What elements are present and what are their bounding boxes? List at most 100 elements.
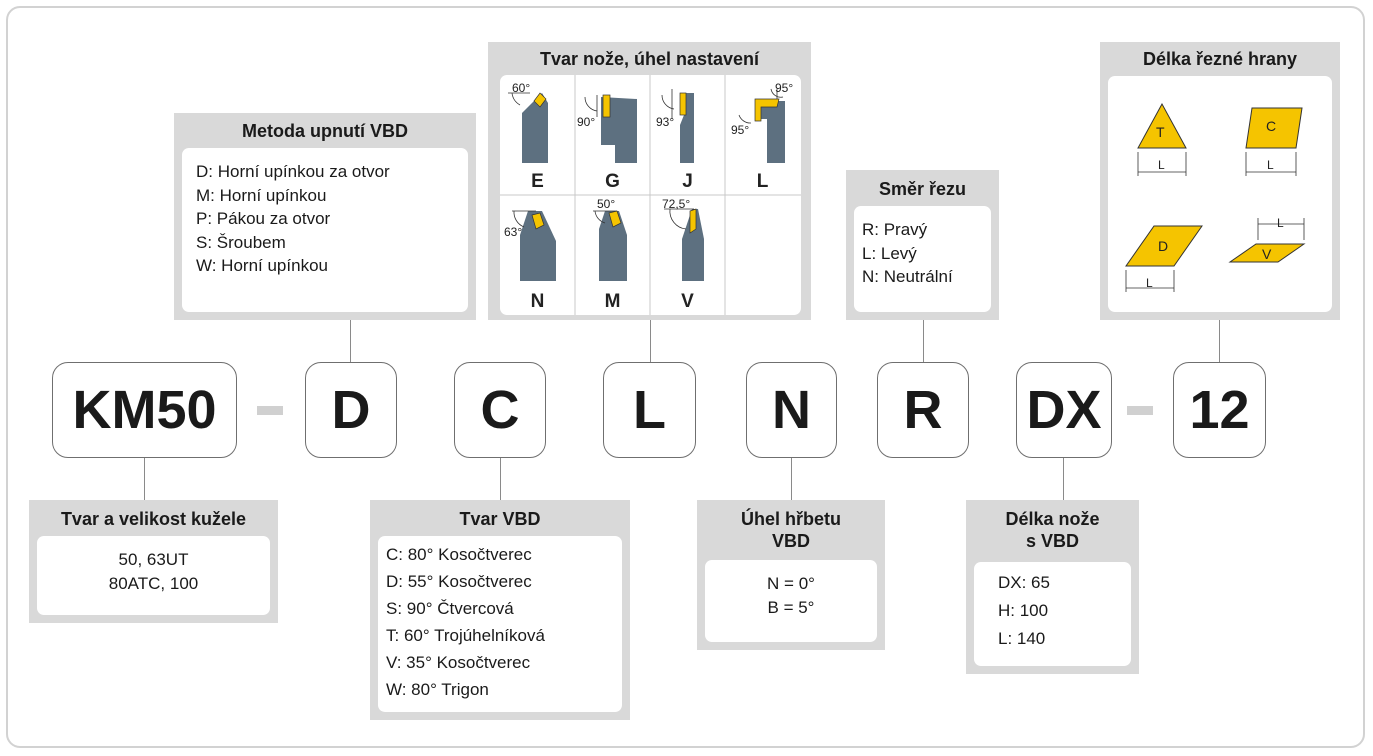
tool-m-icon — [593, 210, 627, 281]
code-kuzel: KM50 — [52, 362, 237, 458]
panel-title: Úhel hřbetu — [740, 509, 841, 529]
option-line: C: 80° Kosočtverec — [386, 545, 532, 564]
shape-label-c: C — [1266, 118, 1277, 134]
option-line: 50, 63UT — [118, 550, 189, 569]
tool-v-icon — [664, 208, 704, 281]
tool-cell-n: 63° N — [500, 195, 575, 315]
panel-title: Tvar a velikost kužele — [60, 509, 247, 529]
option-line: P: Pákou za otvor — [196, 209, 331, 228]
panel-delka-hrany: Délka řezné hrany T L C L D — [1100, 42, 1340, 320]
grid-lines — [500, 75, 801, 315]
panel-body: T L C L D L V L — [1108, 76, 1332, 312]
option-line: DX: 65 — [998, 573, 1050, 592]
option-line: W: Horní upínkou — [196, 256, 328, 275]
option-line: T: 60° Trojúhelníková — [386, 626, 545, 645]
connector-line — [650, 320, 651, 362]
panel-delka-noze: Délka nože s VBD DX: 65 H: 100 L: 140 — [966, 500, 1139, 674]
angle-label: 95° — [775, 81, 794, 95]
connector-line — [923, 320, 924, 362]
panel-title: Tvar nože, úhel nastavení — [539, 49, 760, 69]
tool-cell-j: 93° J — [650, 75, 725, 195]
panel-tvar-vbd: Tvar VBD C: 80° Kosočtverec D: 55° Kosoč… — [370, 500, 630, 720]
cell-letter: G — [605, 171, 620, 192]
panel-body: 50, 63UT 80ATC, 100 — [37, 536, 270, 615]
option-line: D: Horní upínkou za otvor — [196, 162, 390, 181]
angle-label: 90° — [577, 115, 596, 129]
connector-line — [500, 458, 501, 500]
option-line: D: 55° Kosočtverec — [386, 572, 532, 591]
cell-letter: M — [604, 291, 621, 312]
tool-cell-m: 50° M — [575, 195, 650, 315]
option-line: W: 80° Trigon — [386, 680, 489, 699]
tool-cell-l: 95° 95° L — [725, 75, 800, 195]
option-line: M: Horní upínkou — [196, 185, 327, 205]
cell-letter: V — [681, 291, 694, 312]
tool-shape-grid: 60° E 90° G 93° J 95° — [500, 75, 801, 315]
panel-title: VBD — [771, 531, 810, 551]
cell-letter: E — [531, 171, 544, 192]
tool-cell-e: 60° E — [500, 75, 575, 195]
option-line: R: Pravý — [862, 220, 928, 239]
cell-letter: J — [682, 171, 693, 192]
dash-separator — [257, 406, 283, 415]
angle-label: 60° — [512, 81, 531, 95]
dim-label: L — [1277, 216, 1284, 230]
shape-label-d: D — [1158, 238, 1169, 254]
panel-body: R: Pravý L: Levý N: Neutrální — [854, 206, 991, 312]
tool-cell-v: 72,5° V — [650, 195, 725, 315]
shape-label-v: V — [1262, 246, 1272, 262]
code-delka-noze: DX — [1016, 362, 1112, 458]
panel-body: C: 80° Kosočtverec D: 55° Kosočtverec S:… — [378, 536, 622, 712]
connector-line — [1219, 320, 1220, 362]
shape-label-t: T — [1156, 124, 1165, 140]
cell-letter: L — [756, 171, 769, 192]
code-delka-hrany: 12 — [1173, 362, 1266, 458]
dash-separator — [1127, 406, 1153, 415]
connector-line — [791, 458, 792, 500]
edge-length-shapes — [1125, 102, 1306, 292]
angle-label: 95° — [731, 123, 750, 137]
panel-uhel-hrbetu: Úhel hřbetu VBD N = 0° B = 5° — [697, 500, 885, 650]
option-line: L: Levý — [862, 243, 917, 263]
option-line: N: Neutrální — [862, 267, 953, 286]
tool-j-icon — [661, 89, 694, 163]
panel-kuzel: Tvar a velikost kužele 50, 63UT 80ATC, 1… — [29, 500, 278, 623]
panel-title: Délka nože — [1005, 509, 1100, 529]
code-tvar-vbd: C — [454, 362, 546, 458]
panel-title: Délka řezné hrany — [1142, 49, 1298, 69]
angle-label: 50° — [597, 197, 616, 211]
option-line: H: 100 — [998, 601, 1049, 620]
option-line: 80ATC, 100 — [108, 573, 199, 593]
angle-label: 63° — [504, 225, 523, 239]
tool-l-icon — [738, 88, 785, 163]
dim-label: L — [1146, 276, 1153, 290]
panel-title: Metoda upnutí VBD — [242, 121, 408, 141]
connector-line — [1063, 458, 1064, 500]
option-line: N = 0° — [767, 574, 815, 593]
tool-g-icon — [584, 94, 637, 163]
panel-body: N = 0° B = 5° — [705, 560, 877, 642]
dim-label: L — [1158, 158, 1165, 172]
dim-label: L — [1267, 158, 1274, 172]
tool-n-icon — [512, 210, 556, 281]
cell-letter: N — [530, 291, 545, 312]
panel-title: Směr řezu — [878, 179, 967, 199]
option-line: B = 5° — [767, 597, 815, 617]
panel-title: s VBD — [1025, 531, 1079, 551]
option-line: S: 90° Čtvercová — [386, 599, 514, 618]
panel-body: D: Horní upínkou za otvor M: Horní upínk… — [182, 148, 468, 312]
tool-cell-g: 90° G — [575, 75, 650, 195]
connector-line — [350, 320, 351, 362]
tool-e-icon — [508, 92, 548, 163]
code-uhel-hrbetu: N — [746, 362, 837, 458]
panel-metoda-upnuti: Metoda upnutí VBD D: Horní upínkou za ot… — [174, 113, 476, 320]
panel-body: DX: 65 H: 100 L: 140 — [974, 562, 1131, 666]
code-tvar-noze: L — [603, 362, 696, 458]
option-line: V: 35° Kosočtverec — [386, 653, 531, 672]
code-upnuti: D — [305, 362, 397, 458]
angle-label: 93° — [656, 115, 675, 129]
option-line: S: Šroubem — [196, 232, 286, 252]
code-smer-rezu: R — [877, 362, 969, 458]
angle-label: 72,5° — [662, 197, 691, 211]
panel-title: Tvar VBD — [459, 509, 541, 529]
